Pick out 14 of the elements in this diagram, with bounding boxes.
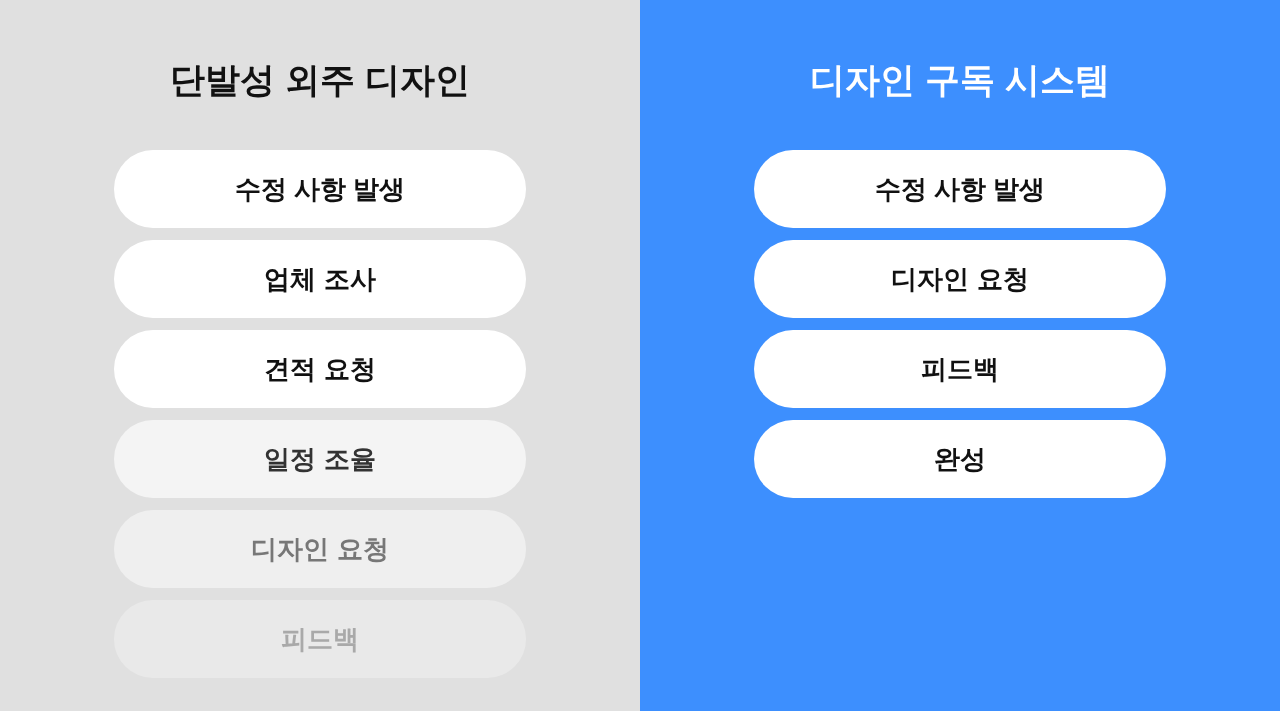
process-step: 완성 bbox=[754, 420, 1166, 498]
process-step: 업체 조사 bbox=[114, 240, 526, 318]
process-step: 수정 사항 발생 bbox=[754, 150, 1166, 228]
comparison-panel bbox=[640, 0, 1280, 711]
process-step: 디자인 요청 bbox=[754, 240, 1166, 318]
process-step: 피드백 bbox=[114, 600, 526, 678]
process-step: 수정 사항 발생 bbox=[114, 150, 526, 228]
panel-heading: 디자인 구독 시스템 bbox=[809, 59, 1111, 101]
process-step: 견적 요청 bbox=[114, 330, 526, 408]
process-step: 일정 조율 bbox=[114, 420, 526, 498]
panel-heading: 단발성 외주 디자인 bbox=[169, 59, 471, 101]
comparison-panel bbox=[0, 0, 640, 711]
process-step: 디자인 요청 bbox=[114, 510, 526, 588]
process-step: 피드백 bbox=[754, 330, 1166, 408]
